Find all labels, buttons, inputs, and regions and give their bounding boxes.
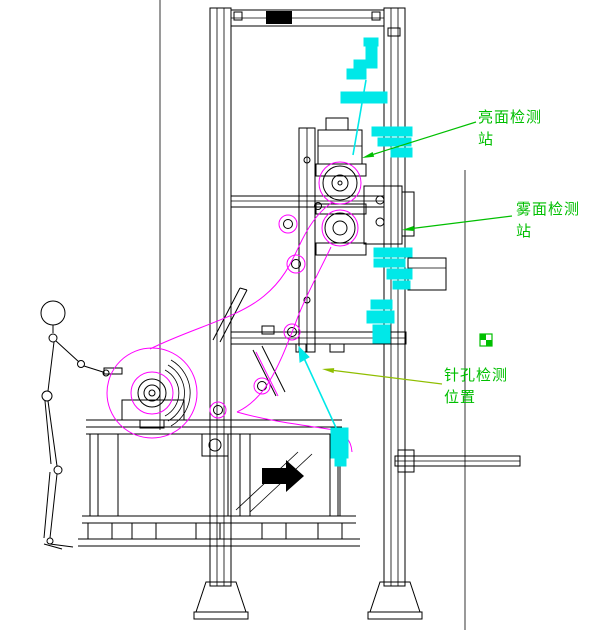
pinhole-sensor-part (330, 427, 349, 467)
right-foot (367, 581, 423, 620)
roll-hub (137, 378, 167, 408)
film-web-path (106, 161, 362, 453)
gloss-station-roller (322, 165, 358, 201)
film-roll-unwinder (103, 359, 191, 429)
matte-sensor-mount (373, 247, 413, 290)
matte-station-arrowhead (402, 226, 415, 231)
matte-station-callout: 雾面检测 站 (402, 200, 580, 240)
matte-station-roller (324, 212, 356, 244)
bright-station-callout: 亮面检测 站 (362, 108, 542, 158)
annotations: 亮面检测 站 雾面检测 站 针孔检测 位置 (322, 108, 580, 406)
matte-station-label-line1: 雾面检测 (516, 200, 580, 218)
film-roll-outline (106, 347, 198, 439)
feed-direction-arrow (262, 460, 304, 492)
left-foot (193, 581, 249, 620)
pinhole-arrowhead (322, 368, 335, 374)
operator-manikin (40, 300, 110, 550)
top-mount-block (266, 11, 292, 24)
machine-frame (159, 0, 521, 630)
matte-station-label-line2: 站 (516, 222, 532, 240)
centroid-symbol (479, 333, 493, 347)
pinhole-pointer-arrow (298, 345, 339, 433)
pinhole-label-line2: 位置 (444, 388, 476, 406)
pinhole-label-line1: 针孔检测 (444, 366, 508, 384)
highlighted-components (298, 37, 413, 467)
lower-actuator (366, 299, 395, 344)
top-sensor-bracket (340, 37, 388, 156)
bright-station-arrowhead (362, 152, 375, 158)
machine-table (78, 419, 360, 547)
bright-station-label-line1: 亮面检测 (478, 108, 542, 126)
pinhole-callout: 针孔检测 位置 (322, 366, 508, 406)
bright-station-label-line2: 站 (478, 130, 494, 148)
manikin-head (40, 300, 66, 326)
